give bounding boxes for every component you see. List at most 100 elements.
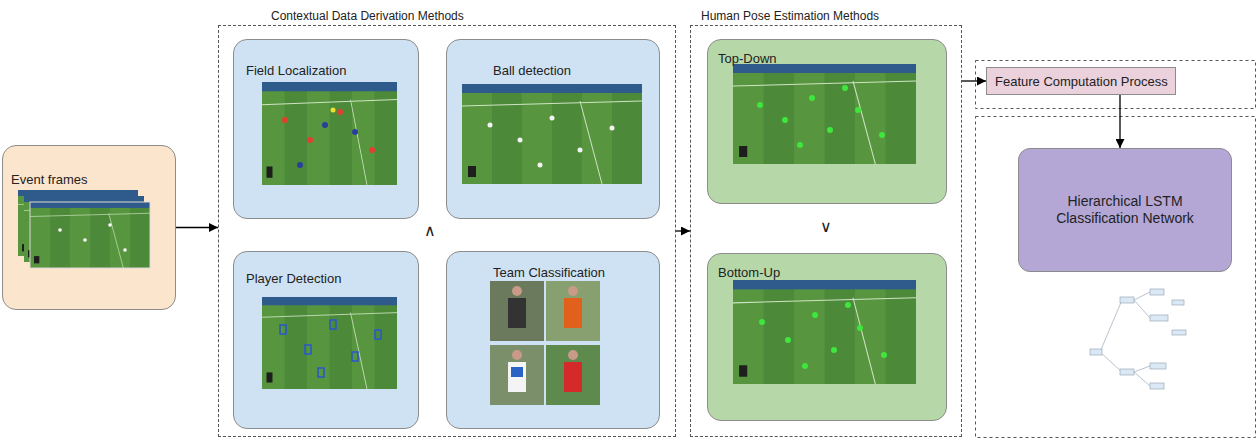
pose-dot xyxy=(855,107,861,113)
player-dot xyxy=(307,137,313,143)
box-title: Bottom-Up xyxy=(718,265,780,281)
tree-link xyxy=(1100,352,1122,372)
tree-link xyxy=(1100,300,1122,352)
box-title: Top-Down xyxy=(718,51,777,67)
tree-link xyxy=(1134,366,1150,372)
flow-arrow xyxy=(176,227,218,228)
player-box xyxy=(330,320,336,329)
pose-dot xyxy=(831,347,837,353)
player-dot xyxy=(297,162,303,168)
pose-dot xyxy=(881,352,887,358)
pose-dot xyxy=(759,319,765,325)
pose-dot xyxy=(879,132,885,138)
box-title: Ball detection xyxy=(493,63,571,79)
player-box xyxy=(318,368,324,377)
pose-dot xyxy=(842,85,848,91)
player-detection-image xyxy=(262,297,397,389)
player-dot xyxy=(369,147,375,153)
pose-dot xyxy=(809,95,815,101)
player-dot xyxy=(488,123,493,128)
player-dot xyxy=(538,163,543,168)
player-crop xyxy=(490,281,544,341)
bottom-up-image xyxy=(733,280,916,384)
player-dot xyxy=(610,126,615,131)
region-heading: Contextual Data Derivation Methods xyxy=(271,9,464,23)
pose-dot xyxy=(812,312,818,318)
player-dot xyxy=(352,129,358,135)
player-crop xyxy=(546,345,600,405)
player-shirt xyxy=(564,362,582,392)
tree-link xyxy=(1134,372,1150,386)
tree-box xyxy=(1172,300,1184,305)
dashed-region xyxy=(976,61,1256,109)
field-localization-image xyxy=(262,82,397,185)
event-frame-stack xyxy=(18,190,150,268)
box-title: Field Localization xyxy=(246,63,346,79)
tree-box xyxy=(1172,330,1186,335)
player-dot xyxy=(550,116,555,121)
player-head xyxy=(512,350,522,360)
player-box xyxy=(375,330,381,339)
network-box: Hierarchical LSTM Classification Network xyxy=(1018,148,1232,272)
player-head xyxy=(512,286,522,296)
frame-thumbnail xyxy=(30,202,150,268)
box-title: Feature Computation Process xyxy=(995,74,1168,90)
player-dot xyxy=(123,248,127,252)
region-heading: Human Pose Estimation Methods xyxy=(701,9,879,23)
box-title: Event frames xyxy=(11,172,88,188)
flow-arrow xyxy=(1119,95,1120,148)
player-crop xyxy=(490,345,544,405)
flow-arrow xyxy=(676,230,690,231)
pose-dot xyxy=(802,363,808,369)
shirt-number xyxy=(511,367,523,377)
tree-box xyxy=(1150,363,1166,369)
pose-dot xyxy=(827,127,833,133)
player-dot xyxy=(322,122,328,128)
player-head xyxy=(568,286,578,296)
pitch-image xyxy=(733,64,916,164)
or-symbol: ∨ xyxy=(820,217,832,236)
frame-outline xyxy=(30,202,150,268)
label-holder: ∧ xyxy=(424,221,436,240)
tree-box xyxy=(1150,315,1168,321)
box-title: Hierarchical LSTM Classification Network xyxy=(1029,193,1221,227)
tree-box xyxy=(1120,369,1134,375)
pitch-image xyxy=(262,297,397,389)
player-head xyxy=(568,350,578,360)
tree-box xyxy=(1090,349,1102,355)
player-dot xyxy=(83,238,87,242)
pose-dot xyxy=(845,302,851,308)
player-box xyxy=(280,325,286,334)
flow-arrow xyxy=(962,80,986,81)
ball-dot xyxy=(331,108,336,113)
box-title: Team Classification xyxy=(493,265,605,281)
and-symbol: ∧ xyxy=(424,221,436,240)
player-dot xyxy=(337,109,343,115)
player-shirt xyxy=(508,362,526,392)
player-dot xyxy=(282,117,288,123)
pose-dot xyxy=(782,117,788,123)
player-dot xyxy=(518,138,523,143)
tree-link xyxy=(1134,300,1150,318)
pitch-image xyxy=(262,82,397,185)
player-shirt xyxy=(564,298,582,328)
pose-dot xyxy=(757,102,763,108)
pose-dot xyxy=(785,337,791,343)
dashed-region xyxy=(976,117,1256,438)
team-classification-image xyxy=(490,281,600,405)
player-dot xyxy=(578,148,583,153)
pitch-image xyxy=(733,280,916,384)
tree-box xyxy=(1120,297,1134,303)
network-tree-image xyxy=(1090,289,1186,389)
tree-link xyxy=(1134,292,1150,300)
tree-box xyxy=(1150,289,1164,295)
process-box: Feature Computation Process xyxy=(986,67,1176,95)
player-crop xyxy=(546,281,600,341)
player-shirt xyxy=(508,298,526,328)
label-holder: ∨ xyxy=(820,217,832,236)
player-dot xyxy=(108,223,112,227)
player-dot xyxy=(58,228,62,232)
player-box xyxy=(352,352,358,361)
pitch-image xyxy=(462,84,642,184)
